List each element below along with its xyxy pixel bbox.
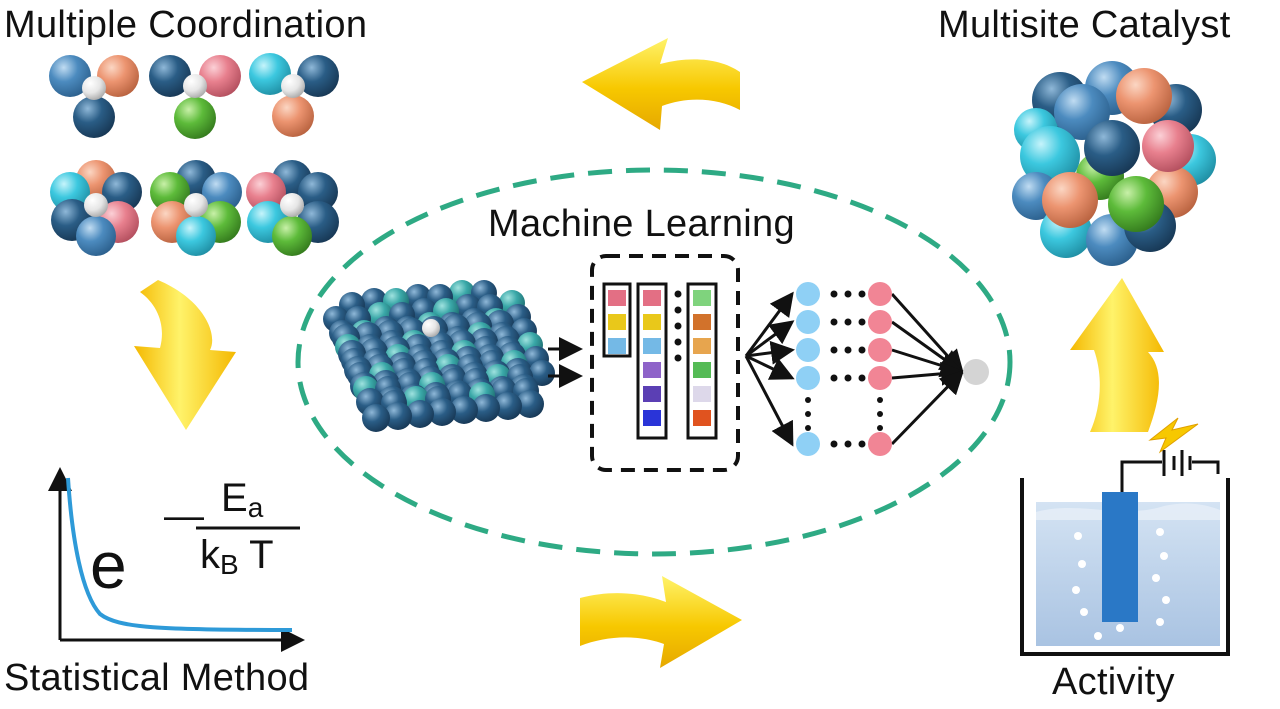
feature-cell — [608, 290, 626, 306]
statistical-method-label: Statistical Method — [4, 657, 310, 699]
feature-cell — [643, 314, 661, 330]
input-arrows-icon — [548, 337, 583, 388]
catalyst-slab-icon — [323, 280, 555, 432]
machine-learning-label: Machine Learning — [488, 203, 795, 245]
feature-cell — [643, 338, 661, 354]
arrow-up-icon — [1070, 278, 1164, 432]
output-arrows — [890, 292, 965, 446]
feature-cell — [608, 338, 626, 354]
feature-cell — [693, 386, 711, 402]
feature-cell — [643, 410, 661, 426]
input-node — [796, 282, 820, 306]
formula-denominator-subscript: B — [220, 549, 239, 580]
multisite-cluster-icon — [1012, 61, 1216, 266]
activity-label: Activity — [1052, 661, 1175, 703]
atom-cluster-icon — [49, 53, 339, 256]
output-node — [963, 359, 989, 385]
arrow-down-icon — [134, 280, 236, 430]
feature-dots — [674, 290, 682, 362]
motif-5 — [150, 160, 242, 256]
formula-denominator-k: k — [200, 533, 220, 577]
multisite-catalyst-label: Multisite Catalyst — [938, 4, 1231, 46]
motif-1 — [49, 55, 139, 138]
hidden-node — [868, 282, 892, 306]
exponential-plot-icon — [48, 467, 305, 652]
input-node — [796, 338, 820, 362]
formula-denominator: kB T — [200, 535, 274, 579]
hidden-node — [868, 432, 892, 456]
arrow-left-icon — [582, 38, 740, 130]
hidden-node — [868, 366, 892, 390]
feature-cell — [693, 362, 711, 378]
decay-curve — [66, 477, 293, 632]
motif-2 — [149, 55, 241, 139]
motif-4 — [50, 160, 142, 256]
feature-cell — [643, 386, 661, 402]
feature-cell — [608, 314, 626, 330]
feature-cell — [693, 314, 711, 330]
input-node — [796, 366, 820, 390]
neural-network-icon — [744, 282, 989, 456]
lightning-icon — [1148, 417, 1199, 454]
formula-numerator-symbol: E — [221, 476, 248, 520]
input-node — [796, 310, 820, 334]
motif-6 — [246, 160, 339, 256]
input-node — [796, 432, 820, 456]
multiple-coordination-label: Multiple Coordination — [4, 4, 368, 46]
formula-denominator-t: T — [238, 533, 274, 577]
fan-arrows — [744, 291, 795, 447]
formula-numerator: Ea — [221, 478, 263, 522]
hidden-node — [868, 310, 892, 334]
formula-numerator-subscript: a — [247, 492, 264, 523]
feature-cell — [643, 290, 661, 306]
feature-vector-icon — [590, 254, 740, 472]
feature-cell — [693, 290, 711, 306]
formula-base: e — [90, 528, 127, 602]
ml-dashed-ellipse — [295, 167, 1013, 557]
motif-3 — [249, 53, 339, 137]
arrow-right-icon — [580, 576, 742, 668]
hidden-dots — [805, 290, 883, 448]
electrochemical-cell-icon — [1020, 450, 1230, 656]
feature-cell — [693, 410, 711, 426]
feature-cell — [643, 362, 661, 378]
feature-cell — [693, 338, 711, 354]
formula-minus: — — [164, 494, 204, 538]
hidden-node — [868, 338, 892, 362]
